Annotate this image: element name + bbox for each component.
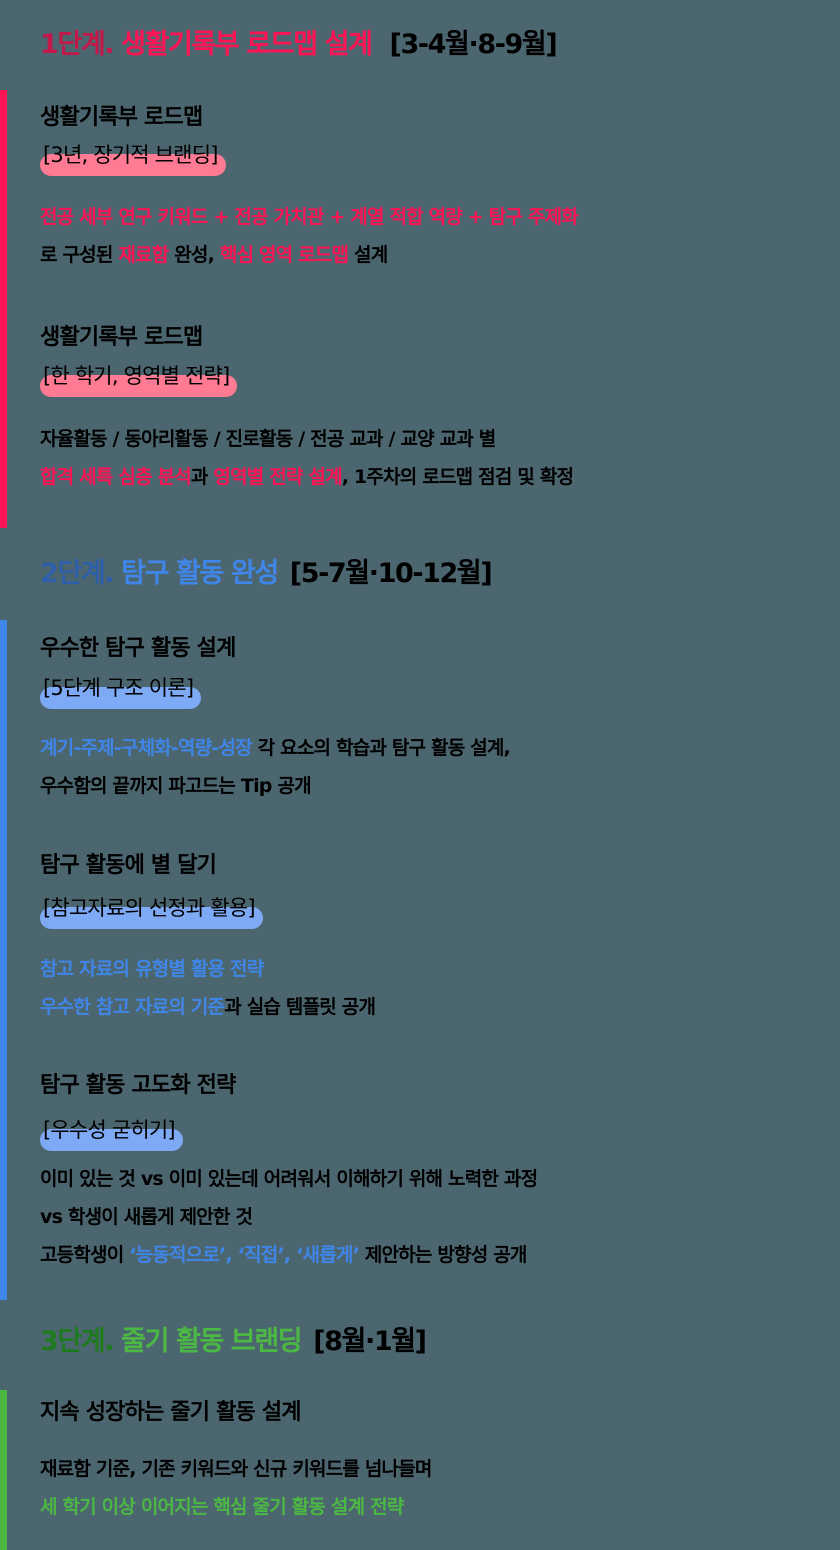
stage-1-title: 생활기록부 로드맵 설계: [121, 29, 373, 60]
stage-1-item-2-title: 생활기록부 로드맵: [40, 325, 203, 350]
stage-3-header: 3단계. 줄기 활동 브랜딩 [8월·1월]: [40, 1325, 427, 1359]
desc-line: 고등학생이 ‘능동적으로’, ‘직접’, ‘새롭게’ 제안하는 방향성 공개: [40, 1244, 527, 1266]
stage-2-item-3-tag: [우수성 굳히기]: [40, 1115, 183, 1151]
stage-2-item-2-desc: 참고 자료의 유형별 활용 전략 우수한 참고 자료의 기준과 실습 템플릿 공…: [40, 950, 376, 1026]
stage-2-header: 2단계. 탐구 활동 완성 [5-7월·10-12월]: [40, 557, 493, 591]
stage-2-title: 탐구 활동 완성: [121, 558, 279, 589]
stage-2-item-2-tag: [참고자료의 선정과 활용]: [40, 893, 263, 929]
stage-1-number: 1단계.: [40, 29, 115, 60]
desc-line: 전공 세부 연구 키워드 + 전공 가치관 + 계열 적합 역량 + 탐구 주제…: [40, 206, 579, 228]
stage-1-item-1-desc: 전공 세부 연구 키워드 + 전공 가치관 + 계열 적합 역량 + 탐구 주제…: [40, 198, 579, 274]
stage-2-accent-bar: [0, 620, 7, 1300]
stage-1-item-2-tag: [한 학기, 영역별 전략]: [40, 361, 238, 397]
stage-3-title: 줄기 활동 브랜딩: [121, 1326, 302, 1357]
stage-2-item-1-tag: [5단계 구조 이론]: [40, 673, 202, 709]
stage-2-period: [5-7월·10-12월]: [289, 558, 493, 589]
desc-line: 로 구성된 재료함 완성, 핵심 영역 로드맵 설계: [40, 244, 388, 266]
stage-2-number: 2단계.: [40, 558, 115, 589]
stage-3-item-1-title: 지속 성장하는 줄기 활동 설계: [40, 1400, 302, 1425]
desc-line: 세 학기 이상 이어지는 핵심 줄기 활동 설계 전략: [40, 1496, 404, 1518]
desc-line: 자율활동 / 동아리활동 / 진로활동 / 전공 교과 / 교양 교과 별: [40, 428, 496, 450]
stage-1-item-1-title: 생활기록부 로드맵: [40, 105, 203, 130]
stage-1-item-1-tag: [3년, 장기적 브랜딩]: [40, 140, 226, 176]
desc-line: 우수한 참고 자료의 기준과 실습 템플릿 공개: [40, 996, 376, 1018]
stage-2-item-3-desc: 이미 있는 것 vs 이미 있는데 어려워서 이해하기 위해 노력한 과정 vs…: [40, 1160, 538, 1274]
stage-3-period: [8월·1월]: [313, 1326, 427, 1357]
stage-1-item-2-desc: 자율활동 / 동아리활동 / 진로활동 / 전공 교과 / 교양 교과 별 합격…: [40, 420, 574, 496]
desc-line: vs 학생이 새롭게 제안한 것: [40, 1206, 253, 1228]
stage-3-item-1-desc: 재료함 기준, 기존 키워드와 신규 키워드를 넘나들며 세 학기 이상 이어지…: [40, 1450, 432, 1526]
stage-3-number: 3단계.: [40, 1326, 115, 1357]
desc-line: 재료함 기준, 기존 키워드와 신규 키워드를 넘나들며: [40, 1458, 432, 1480]
stage-2-item-2-title: 탐구 활동에 별 달기: [40, 853, 217, 878]
stage-2-item-3-title: 탐구 활동 고도화 전략: [40, 1073, 236, 1098]
stage-2-item-1-title: 우수한 탐구 활동 설계: [40, 636, 236, 661]
stage-2-item-1-desc: 계기-주제-구체화-역량-성장 각 요소의 학습과 탐구 활동 설계, 우수함의…: [40, 729, 511, 805]
stage-1-header: 1단계. 생활기록부 로드맵 설계 [3-4월·8-9월]: [40, 28, 558, 62]
desc-line: 우수함의 끝까지 파고드는 Tip 공개: [40, 775, 312, 797]
stage-1-period: [3-4월·8-9월]: [389, 29, 558, 60]
desc-line: 합격 세특 심층 분석과 영역별 전략 설계, 1주차의 로드맵 점검 및 확정: [40, 466, 574, 488]
stage-3-accent-bar: [0, 1390, 7, 1550]
desc-line: 계기-주제-구체화-역량-성장 각 요소의 학습과 탐구 활동 설계,: [40, 737, 511, 759]
desc-line: 이미 있는 것 vs 이미 있는데 어려워서 이해하기 위해 노력한 과정: [40, 1168, 538, 1190]
desc-line: 참고 자료의 유형별 활용 전략: [40, 958, 264, 980]
stage-1-accent-bar: [0, 90, 7, 528]
